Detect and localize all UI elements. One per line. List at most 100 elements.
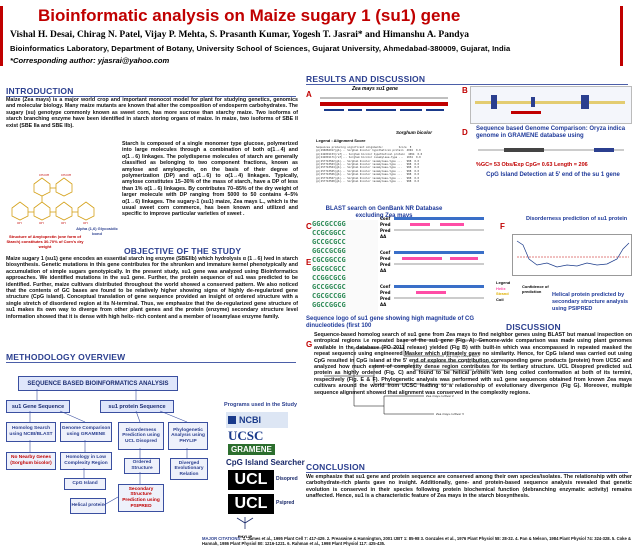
helical-caption: Helical protein predicted by secondary s… [552,292,629,312]
svg-text:OH: OH [83,221,88,225]
helical-protein-box: Helical protein [70,498,106,514]
low-complexity-box: Homology in Low Complexity Region [60,452,112,470]
discussion-heading: DISCUSSION [506,322,561,332]
ncbi-logo: NCBI [226,412,288,428]
svg-text:AA: AA [380,234,387,239]
panel-b-label: B [462,86,468,95]
objective-paragraph: Maize sugary 1 (su1) gene encodes an ess… [6,256,298,320]
conclusion-rule [306,472,628,473]
protein-sequence-box: su1 protein Sequence [100,400,174,413]
diverged-relation-box: Diverged Evolutionary Relation [170,458,208,480]
cpg-caption: CpG Island Detection at 5' end of the su… [486,172,620,178]
poster-title: Bioinformatic analysis on Maize sugary 1… [38,6,461,25]
cpg-stats: %GC= 53 Obs/Exp CpG= 0.63 Length = 206 [476,162,588,168]
svg-text:Pred: Pred [380,290,391,295]
ordered-structure-box: Ordered Structure [124,458,160,474]
svg-text:Pred: Pred [380,222,391,227]
panel-a-label: A [306,90,312,99]
cpg-island-box: CpG Island [64,478,106,490]
genome-comparison-caption: Sequence based Genome Comparison: Oryza … [476,126,626,139]
svg-text:Pred: Pred [380,228,391,233]
legend-label: Legend [496,280,511,285]
amylopectin-caption: Structure of Amylopectin (one form of St… [6,234,84,249]
secondary-structure-box: Secondary Structure Prediction using PSI… [118,484,164,512]
panel-a-gene-title: Zea mays su1 gene [352,86,398,92]
gramene-logo: GRAMENE [228,444,275,455]
svg-text:Zea mays cultivar 3: Zea mays cultivar 3 [436,412,464,416]
ncbi-logo-icon [228,416,236,424]
authors-line: Vishal H. Desai, Chirag N. Patel, Vijay … [10,30,470,40]
svg-text:CH₂OH: CH₂OH [61,173,71,177]
svg-text:Conf: Conf [380,250,391,255]
disorder-prediction-box: Disorderness Prediction using UCL Disopr… [118,422,164,450]
svg-text:Zea mays cultivar 1: Zea mays cultivar 1 [426,382,454,386]
methodology-heading: METHODOLOGY OVERVIEW [6,352,126,362]
svg-text:Pred: Pred [380,256,391,261]
blast-caption: BLAST search on GenBank NR Database excl… [325,206,443,219]
citations-label: MAJOR CITATIONS: [202,536,242,541]
svg-text:Zea mays cultivar W22: Zea mays cultivar W22 [466,360,499,364]
panel-b-figure [470,86,632,124]
confidence-legend: Confidence of prediction [522,284,549,294]
sequence-logo-letters: GGCGCCGG CCGCGGCC GCCGCGCC GGCCGCGG CGCG… [312,220,346,309]
svg-text:OH: OH [17,221,22,225]
phylogenetic-box: Phylogenetic Analysis using PHYLIP [168,422,208,450]
svg-text:Zea mays cultivar Mo17: Zea mays cultivar Mo17 [446,354,480,358]
disorder-plot [512,234,632,276]
results-heading: RESULTS AND DISCUSSION [306,74,426,84]
panel-b-genome-graphic [475,95,625,114]
no-nearby-genes-box: No Nearby Genes (Sorghum bicolor) [6,452,56,470]
panel-e-label: E [306,258,312,267]
ucl-logo-1: UCL [228,470,274,490]
methodology-rule [6,362,296,363]
sequence-logo-figure: GGCGCCGG CCGCGGCC GCCGCGCC GGCCGCGG CGCG… [312,220,378,316]
svg-text:Zea mays cultivar 2: Zea mays cultivar 2 [426,394,454,398]
svg-text:Conf: Conf [380,216,391,221]
cpg-searcher-logo: CpG Island Searcher [226,458,305,467]
disopred-label: Disopred [276,476,298,482]
panel-a-figure: Zea mays su1 gene Sorghum bicolor Legend… [314,86,454,206]
panel-f-label: F [500,222,505,231]
introduction-paragraph-1: Maize (Zea mays) is a major world crop a… [6,97,298,129]
panel-c-label: C [306,222,312,231]
phylip-label: PHYLIP [237,534,253,539]
legend-coil: Coil [496,296,504,302]
ncbi-logo-text: NCBI [239,415,261,425]
introduction-rule [6,96,296,97]
gene-sequence-box: su1 Gene Sequence [6,400,70,413]
phylip-logo: PHYLIP [232,516,258,539]
glycosidic-caption: Alpha (1,6) Glycosidic bond [76,226,118,236]
main-analysis-box: SEQUENCE BASED BIOINFORMATICS ANALYSIS [18,376,178,391]
panel-d-figure [474,144,630,162]
citations: MAJOR CITATIONS: 1. James et al., 1995 P… [202,536,636,547]
ucl-logo-2: UCL [228,494,274,514]
legend-helix: Helix [496,285,506,291]
sequence-logo-caption: Sequence logo of su1 gene showing high m… [306,316,475,329]
panel-d-track [478,148,624,152]
panel-a-gene-map [320,97,448,111]
svg-text:AA: AA [380,302,387,307]
panel-a-alignment-text: Sequences producing significant alignmen… [316,146,423,184]
flowchart-connectors [29,389,188,506]
psipred-label: Psipred [276,500,295,506]
svg-text:Pred: Pred [380,296,391,301]
corresponding-author: *Corresponding author: yjasrai@yahoo.com [10,56,170,65]
svg-text:OH: OH [39,221,44,225]
results-rule [306,84,628,85]
svg-text:Zea mays ssp.: Zea mays ssp. [476,368,496,372]
homolog-search-box: Homolog Search using NCBI/BLAST [6,422,56,442]
genome-comparison-box: Genome Comparison using GRAMENE [60,422,112,442]
header-right-bar [620,6,623,66]
programs-title: Programs used in the Study [224,402,298,408]
svg-text:Conf: Conf [380,284,391,289]
panel-a-legend: Legend : Alignment Score [316,138,366,143]
conclusion-heading: CONCLUSION [306,462,366,472]
panel-a-sorghum: Sorghum bicolor [396,130,432,135]
legend-strand: Strand [496,291,509,296]
svg-text:CH₂OH: CH₂OH [39,173,49,177]
